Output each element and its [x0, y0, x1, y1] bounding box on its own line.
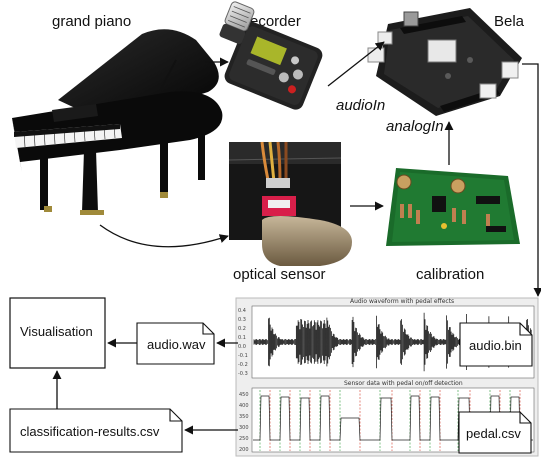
- sensor-y-tick: 350: [239, 414, 249, 420]
- sensor-y-tick: 450: [239, 392, 249, 398]
- audio-y-tick: 0.1: [238, 335, 246, 341]
- sensor-plot-title: Sensor data with pedal on/off detection: [344, 380, 463, 387]
- arrow-bela-to-plots: [522, 63, 541, 297]
- grand-piano-image: [12, 29, 223, 215]
- classification-results-file: classification-results.csv: [9, 408, 183, 453]
- arrow-piano-to-sensor: [99, 224, 229, 248]
- audio-y-tick: -0.2: [238, 362, 248, 368]
- recorder-image: [219, 1, 323, 110]
- arrow-recorder-to-bela: [327, 41, 385, 87]
- audio-wav-text: audio.wav: [147, 337, 206, 352]
- audio-bin-text: audio.bin: [469, 338, 522, 353]
- audio-plot-y-ticks: 0.4 0.3 0.2 0.1 0.0 -0.1 -0.2 -0.3: [238, 308, 248, 377]
- audio-in-label: audioIn: [336, 97, 385, 114]
- bela-label: Bela: [494, 13, 525, 30]
- classification-results-text: classification-results.csv: [20, 424, 160, 439]
- sensor-y-tick: 200: [239, 447, 249, 453]
- bela-board-image: [367, 8, 522, 116]
- grand-piano-label: grand piano: [52, 13, 131, 30]
- visualisation-text: Visualisation: [20, 324, 93, 339]
- visualisation-box: [9, 297, 106, 369]
- sensor-y-tick: 300: [239, 425, 249, 431]
- calibration-board-image: [386, 168, 520, 246]
- audio-y-tick: 0.0: [238, 344, 246, 350]
- audio-bin-file: audio.bin: [459, 322, 533, 367]
- audio-wav-file: audio.wav: [136, 322, 215, 365]
- optical-sensor-image: [228, 141, 352, 266]
- sensor-y-tick: 400: [239, 403, 249, 409]
- sensor-plot-y-ticks: 450 400 350 300 250 200: [239, 392, 249, 453]
- audio-y-tick: 0.2: [238, 326, 246, 332]
- audio-y-tick: 0.3: [238, 317, 246, 323]
- audio-y-tick: 0.4: [238, 308, 246, 314]
- audio-plot-title: Audio waveform with pedal effects: [350, 298, 454, 305]
- audio-y-tick: -0.1: [238, 353, 248, 359]
- audio-y-tick: -0.3: [238, 371, 248, 377]
- calibration-label: calibration: [416, 266, 484, 283]
- pedal-csv-text: pedal.csv: [466, 426, 521, 441]
- pedal-csv-file: pedal.csv: [458, 411, 532, 454]
- sensor-y-tick: 250: [239, 436, 249, 442]
- optical-sensor-label: optical sensor: [233, 266, 326, 283]
- analog-in-label: analogIn: [386, 118, 444, 135]
